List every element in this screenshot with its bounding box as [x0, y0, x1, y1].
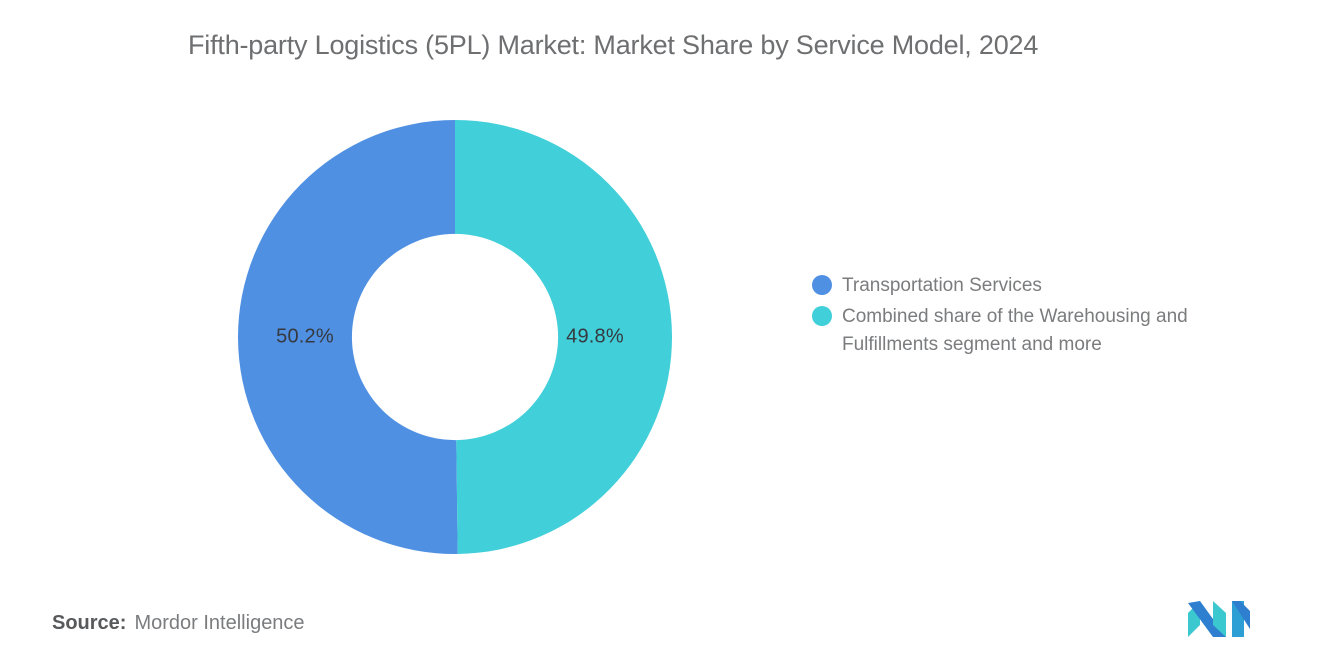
slice-value-label-warehousing-and-more: 49.8% — [566, 325, 624, 348]
donut-slice[interactable] — [238, 120, 458, 554]
legend-swatch-icon — [812, 275, 832, 295]
legend-swatch-icon — [812, 306, 832, 326]
legend-item-label: Combined share of the Warehousing and Fu… — [842, 306, 1188, 355]
donut-chart: 50.2% 49.8% — [238, 120, 672, 554]
source-line: Source: Mordor Intelligence — [52, 612, 305, 635]
donut-slices — [238, 120, 672, 554]
logo-icon — [1188, 601, 1250, 637]
legend-item-label: Transportation Services — [842, 275, 1042, 296]
slice-value-label-transportation-services: 50.2% — [276, 325, 334, 348]
source-label: Source: — [52, 612, 127, 634]
chart-legend: Transportation Services Combined share o… — [812, 272, 1242, 362]
donut-slice[interactable] — [455, 120, 672, 554]
legend-item-warehousing-and-more[interactable]: Combined share of the Warehousing and Fu… — [812, 303, 1242, 359]
source-value: Mordor Intelligence — [134, 612, 305, 634]
page-title: Fifth-party Logistics (5PL) Market: Mark… — [188, 30, 1039, 60]
donut-chart-svg — [238, 120, 672, 554]
mordor-intelligence-logo — [1186, 599, 1252, 639]
legend-item-transportation-services[interactable]: Transportation Services — [812, 272, 1242, 300]
